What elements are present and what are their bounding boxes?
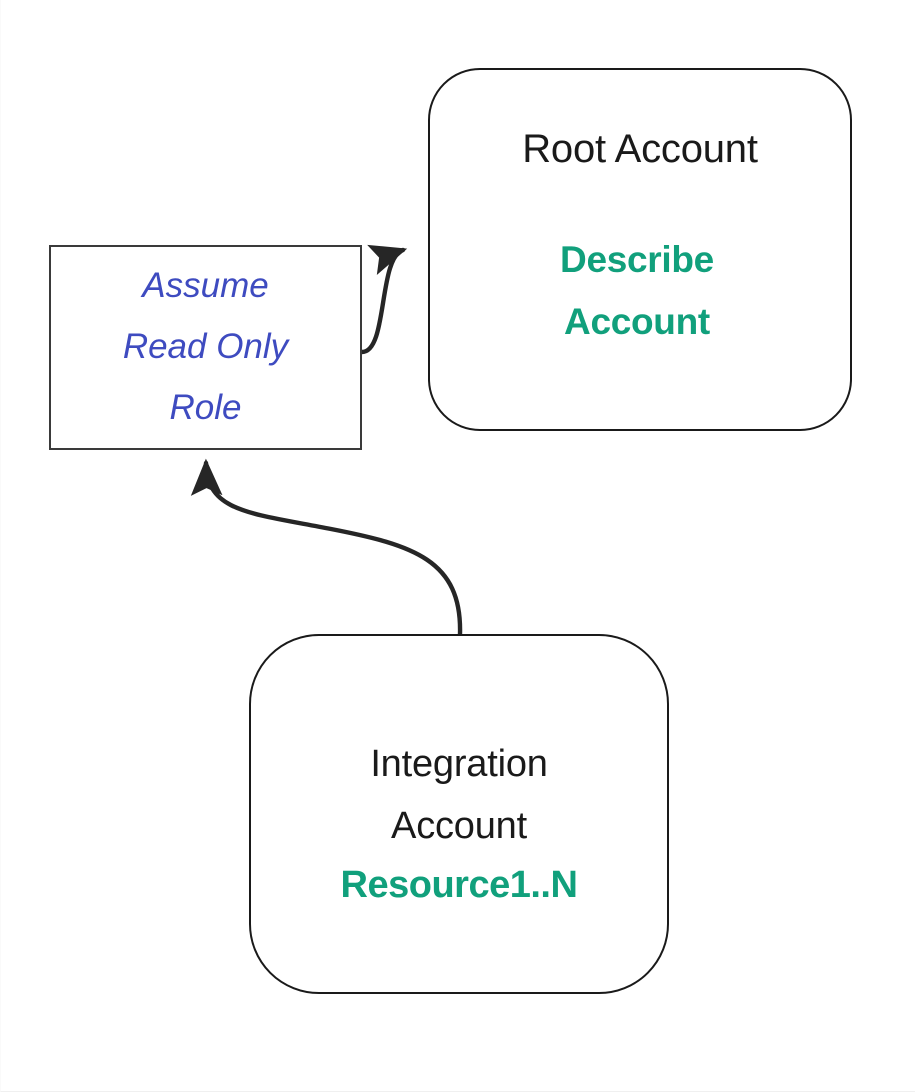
assume-role-line-3: Role [169, 387, 242, 427]
node-assume-read-only-role[interactable]: Assume Read Only Role [49, 245, 362, 450]
root-account-accent-line-1: Describe [560, 239, 714, 281]
root-account-accent-line-2: Account [564, 301, 710, 343]
assume-role-line-2: Read Only [122, 327, 289, 367]
integration-account-title-line-1: Integration [370, 743, 548, 785]
root-account-accent-block: Describe Account [560, 229, 714, 353]
edge-integration-to-assume [190, 458, 463, 637]
root-account-title: Root Account [522, 127, 758, 171]
node-root-account[interactable]: Root Account Describe Account [428, 68, 852, 431]
integration-account-title-line-2: Account [391, 804, 527, 847]
edge-assume-to-root [359, 244, 408, 355]
node-integration-account[interactable]: Integration Account Resource1..N [249, 634, 669, 994]
assume-role-line-1: Assume [142, 266, 269, 306]
integration-account-accent-line: Resource1..N [340, 864, 578, 907]
